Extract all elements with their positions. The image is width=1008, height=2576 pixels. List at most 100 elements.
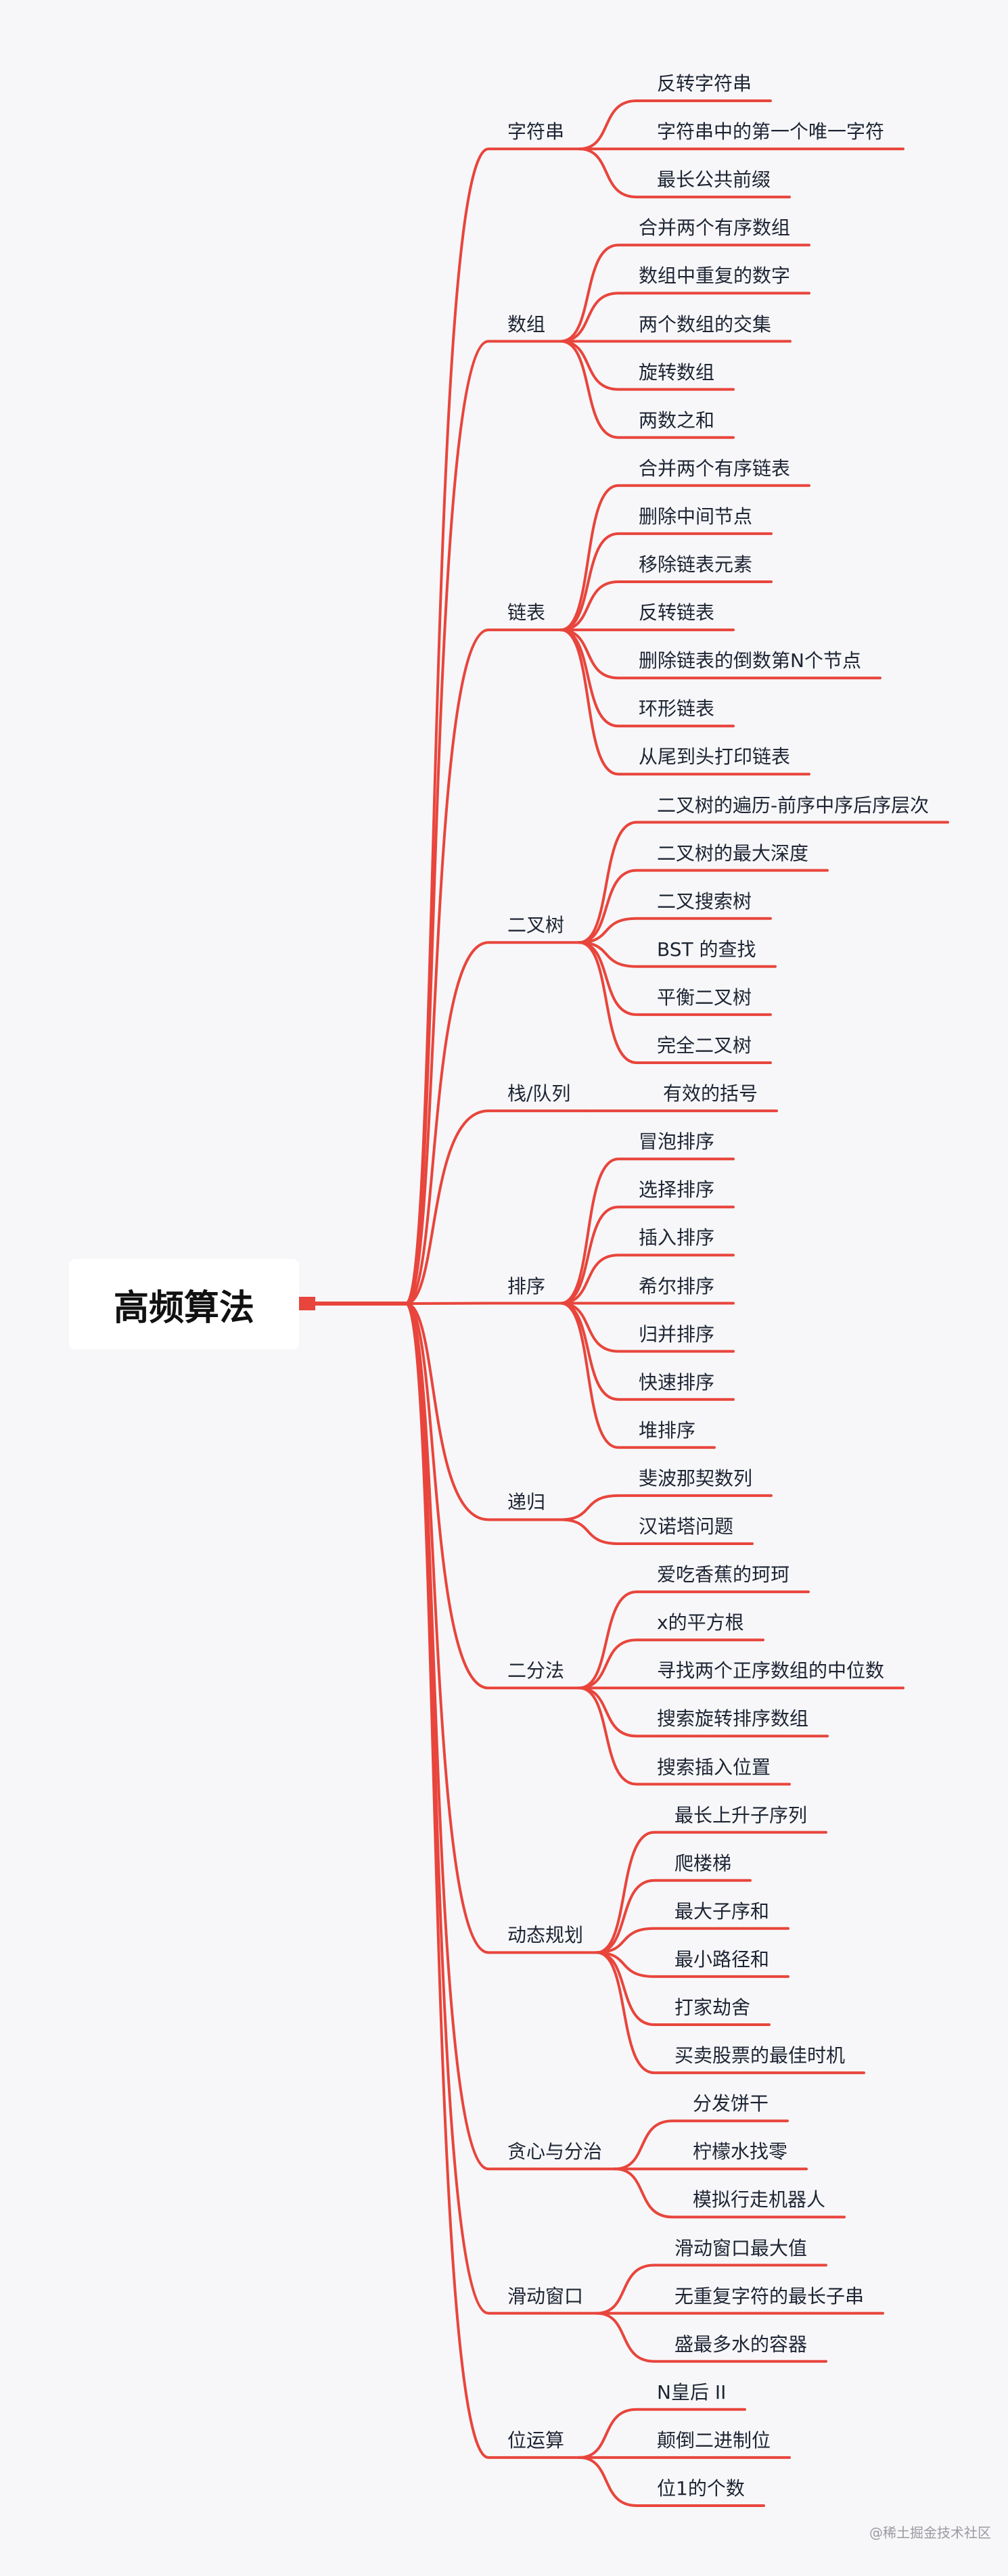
leaf-node[interactable]: 爬楼梯 bbox=[674, 1852, 732, 1874]
leaf-node[interactable]: 二叉树的遍历-前序中序后序层次 bbox=[657, 794, 930, 816]
branch-line bbox=[559, 340, 735, 391]
leaf-node[interactable]: 颠倒二进制位 bbox=[657, 2429, 771, 2452]
leaf-node[interactable]: 柠檬水找零 bbox=[693, 2140, 788, 2163]
branch-line bbox=[595, 1879, 752, 1954]
branch-line bbox=[578, 821, 949, 944]
branch-line bbox=[405, 147, 580, 1305]
leaf-node[interactable]: 有效的括号 bbox=[663, 1082, 758, 1105]
leaf-node[interactable]: 二叉树的最大深度 bbox=[657, 842, 809, 865]
leaf-node[interactable]: 旋转数组 bbox=[639, 361, 715, 384]
category-node[interactable]: 动态规划 bbox=[507, 1924, 584, 1947]
root-node[interactable]: 高频算法 bbox=[69, 1259, 299, 1350]
branch-line bbox=[559, 1157, 735, 1305]
branch-line bbox=[405, 628, 562, 1305]
leaf-node[interactable]: 从尾到头打印链表 bbox=[639, 745, 791, 768]
leaf-node[interactable]: 删除链表的倒数第N个节点 bbox=[639, 649, 861, 672]
branch-line bbox=[559, 628, 810, 776]
branch-line bbox=[595, 1927, 789, 1954]
branch-line bbox=[578, 917, 772, 944]
leaf-node[interactable]: 二叉搜索树 bbox=[657, 890, 752, 913]
branch-line bbox=[405, 1302, 616, 2171]
category-node[interactable]: 二叉树 bbox=[507, 914, 565, 937]
leaf-node[interactable]: 两数之和 bbox=[639, 409, 715, 432]
leaf-node[interactable]: 环形链表 bbox=[639, 697, 715, 720]
branch-line bbox=[614, 2167, 846, 2219]
leaf-node[interactable]: 完全二叉树 bbox=[657, 1034, 752, 1057]
leaf-node[interactable]: 最大子序和 bbox=[674, 1900, 770, 1923]
category-node[interactable]: 排序 bbox=[507, 1274, 546, 1297]
root-title: 高频算法 bbox=[113, 1287, 254, 1329]
category-node[interactable]: 数组 bbox=[507, 313, 546, 336]
leaf-node[interactable]: 移除链表元素 bbox=[639, 553, 753, 576]
leaf-node[interactable]: 打家劫舍 bbox=[674, 1996, 751, 2019]
leaf-node[interactable]: 最长上升子序列 bbox=[674, 1803, 808, 1826]
branch-line bbox=[559, 1302, 735, 1353]
leaf-node[interactable]: 斐波那契数列 bbox=[639, 1467, 753, 1490]
branch-line bbox=[578, 941, 772, 1064]
leaf-node[interactable]: x的平方根 bbox=[657, 1611, 744, 1634]
leaf-node[interactable]: 合并两个有序数组 bbox=[639, 216, 791, 239]
branch-line bbox=[559, 628, 881, 680]
branch-line bbox=[559, 292, 810, 343]
leaf-node[interactable]: 反转链表 bbox=[639, 601, 715, 624]
category-node[interactable]: 栈/队列 bbox=[507, 1082, 571, 1105]
branch-line bbox=[614, 2119, 789, 2171]
leaf-node[interactable]: 盛最多水的容器 bbox=[674, 2332, 808, 2355]
leaf-node[interactable]: N皇后 II bbox=[657, 2380, 727, 2404]
leaf-node[interactable]: 归并排序 bbox=[639, 1322, 715, 1346]
branch-line bbox=[595, 1951, 865, 2075]
leaf-node[interactable]: 无重复字符的最长子串 bbox=[674, 2284, 865, 2307]
branch-line bbox=[405, 340, 562, 1305]
category-node[interactable]: 递归 bbox=[507, 1491, 546, 1514]
category-node[interactable]: 字符串 bbox=[507, 120, 565, 143]
branch-line bbox=[405, 1302, 562, 1521]
leaf-node[interactable]: 字符串中的第一个唯一字符 bbox=[657, 120, 885, 143]
leaf-node[interactable]: 插入排序 bbox=[639, 1226, 715, 1249]
branch-line bbox=[578, 1638, 764, 1690]
leaf-node[interactable]: 冒泡排序 bbox=[639, 1130, 715, 1153]
branch-line bbox=[559, 1205, 735, 1305]
leaf-node[interactable]: 平衡二叉树 bbox=[657, 986, 752, 1009]
leaf-node[interactable]: 汉诺塔问题 bbox=[639, 1515, 734, 1538]
branch-line bbox=[559, 628, 735, 728]
branch-line bbox=[559, 1254, 735, 1305]
leaf-node[interactable]: 希尔排序 bbox=[639, 1274, 715, 1297]
category-node[interactable]: 位运算 bbox=[507, 2429, 565, 2452]
root-collapse-handle[interactable] bbox=[299, 1297, 315, 1310]
branch-line bbox=[578, 99, 772, 151]
branch-line bbox=[559, 1494, 773, 1521]
category-node[interactable]: 二分法 bbox=[507, 1659, 565, 1682]
leaf-node[interactable]: 反转字符串 bbox=[657, 72, 752, 95]
leaf-node[interactable]: 位1的个数 bbox=[657, 2477, 745, 2500]
category-node[interactable]: 滑动窗口 bbox=[507, 2284, 584, 2307]
branch-line bbox=[405, 1302, 580, 2459]
leaf-node[interactable]: 选择排序 bbox=[639, 1178, 715, 1201]
leaf-node[interactable]: 买卖股票的最佳时机 bbox=[674, 2044, 846, 2067]
branch-line bbox=[595, 1951, 789, 1978]
leaf-node[interactable]: 堆排序 bbox=[639, 1419, 696, 1442]
branch-line bbox=[595, 1831, 827, 1954]
branch-line bbox=[559, 532, 773, 632]
leaf-node[interactable]: 爱吃香蕉的珂珂 bbox=[657, 1563, 790, 1586]
leaf-node[interactable]: 删除中间节点 bbox=[639, 505, 753, 528]
leaf-node[interactable]: 模拟行走机器人 bbox=[693, 2188, 826, 2211]
leaf-node[interactable]: 滑动窗口最大值 bbox=[674, 2236, 808, 2259]
leaf-node[interactable]: 最小路径和 bbox=[674, 1948, 770, 1971]
leaf-node[interactable]: 最长公共前缀 bbox=[657, 168, 771, 191]
leaf-node[interactable]: 搜索插入位置 bbox=[657, 1755, 771, 1778]
leaf-node[interactable]: 搜索旋转排序数组 bbox=[657, 1707, 809, 1730]
leaf-node[interactable]: 寻找两个正序数组的中位数 bbox=[657, 1659, 885, 1682]
category-node[interactable]: 贪心与分治 bbox=[507, 2140, 603, 2163]
category-node[interactable]: 链表 bbox=[507, 601, 546, 624]
branch-line bbox=[578, 2408, 746, 2459]
leaf-node[interactable]: 分发饼干 bbox=[693, 2092, 769, 2115]
branch-line bbox=[578, 147, 791, 199]
leaf-node[interactable]: 合并两个有序链表 bbox=[639, 457, 791, 480]
leaf-node[interactable]: 快速排序 bbox=[639, 1371, 715, 1394]
leaf-node[interactable]: 数组中重复的数字 bbox=[639, 264, 791, 288]
branch-line bbox=[405, 1302, 580, 1690]
branch-line bbox=[559, 484, 810, 632]
leaf-node[interactable]: BST 的查找 bbox=[657, 938, 756, 961]
leaf-node[interactable]: 两个数组的交集 bbox=[639, 313, 772, 336]
